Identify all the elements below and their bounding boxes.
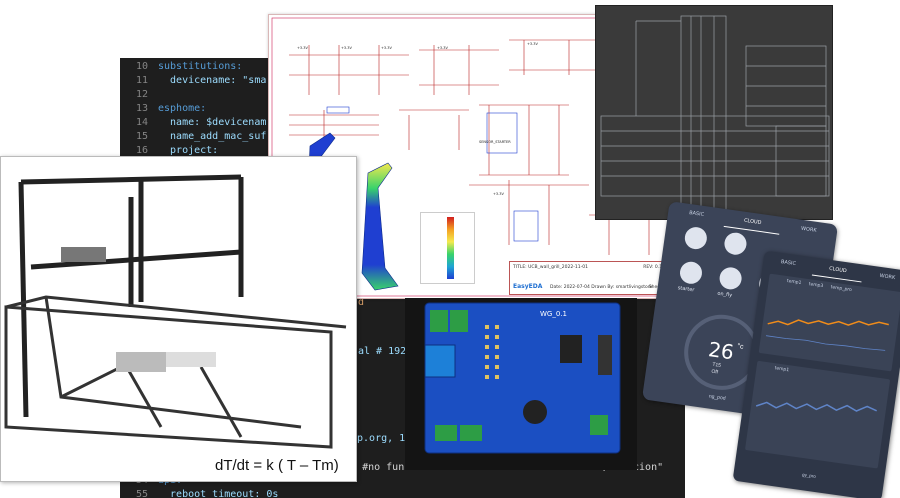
code-line[interactable]: 10 substitutions: xyxy=(120,60,242,74)
chart1-plot xyxy=(766,319,889,351)
code-text: d xyxy=(358,297,365,308)
line-number: 10 xyxy=(135,61,148,72)
cad-drawing-window xyxy=(595,5,833,220)
on-fly-label: on_fly xyxy=(716,290,733,299)
code-text: name_add_mac_suf xyxy=(158,131,267,142)
code-line[interactable]: 16 project: xyxy=(120,144,218,158)
pcb-label: WG_0.1 xyxy=(540,310,567,318)
code-text: project: xyxy=(158,145,219,156)
svg-text:+3.3V: +3.3V xyxy=(493,192,504,196)
phone-screen-charts: BASIC CLOUD WORK temp1 temp3 temp_pro te… xyxy=(732,250,900,498)
code-line[interactable]: 12 xyxy=(120,88,158,102)
code-text: esphome: xyxy=(158,103,207,114)
svg-text:+3.3V: +3.3V xyxy=(341,46,352,50)
temperature-chart-1: temp1 temp3 temp_pro xyxy=(758,273,900,372)
schematic-title: TITLE: UCB_wall_grill_2022-11-01 xyxy=(513,265,588,270)
frame-drawing xyxy=(4,174,347,449)
chart2-plot xyxy=(755,401,877,412)
cad-frame-render: dT/dt = k ( T – Tm) xyxy=(0,156,357,482)
pcb-board xyxy=(424,302,621,454)
code-text: name: $devicenam xyxy=(158,117,267,128)
cad-drawing xyxy=(600,15,830,217)
line-number: 14 xyxy=(135,117,148,128)
phone2-footer: gy_pro xyxy=(801,472,817,479)
schematic-date: Date: 2022-07-04 Drawn By: smartlivingst… xyxy=(550,285,653,290)
line-number: 15 xyxy=(135,131,148,142)
tab-basic[interactable]: BASIC xyxy=(688,209,705,219)
starter-button[interactable] xyxy=(678,260,704,286)
gauge-sub1: T15 xyxy=(711,361,722,369)
code-line[interactable]: 55 reboot_timeout: 0s xyxy=(120,488,278,498)
svg-text:SENSOR_STARTER: SENSOR_STARTER xyxy=(479,140,511,144)
line-number: 13 xyxy=(135,103,148,114)
gauge-sub2: Off xyxy=(711,368,719,376)
svg-text:+3.3V: +3.3V xyxy=(381,46,392,50)
svg-text:+3.3V: +3.3V xyxy=(297,46,308,50)
svg-text:+3.3V: +3.3V xyxy=(527,42,538,46)
code-text: substitutions: xyxy=(158,61,243,72)
temperature-chart-2: temp1 xyxy=(744,360,891,469)
code-line[interactable]: d xyxy=(358,296,364,310)
code-text: devicename: "sma xyxy=(158,75,267,86)
line-number: 55 xyxy=(135,489,148,498)
schematic-title-block: TITLE: UCB_wall_grill_2022-11-01 REV: 0.… xyxy=(509,261,681,295)
starter-label: starter xyxy=(677,285,695,294)
temperature-value: 26 xyxy=(706,337,736,365)
code-line[interactable]: 13 esphome: xyxy=(120,102,206,116)
code-line[interactable]: 14 name: $devicenam xyxy=(120,116,266,130)
code-text: reboot_timeout: 0s xyxy=(158,489,279,498)
mode-button[interactable] xyxy=(723,231,748,257)
temperature-unit: °c xyxy=(736,342,744,351)
fea-color-legend xyxy=(420,212,475,284)
code-line[interactable]: 15 name_add_mac_suf xyxy=(120,130,266,144)
code-line[interactable]: 11 devicename: "sma xyxy=(120,74,266,88)
line-number: 16 xyxy=(135,145,148,156)
easyeda-logo: EasyEDA xyxy=(513,283,543,290)
on-fly-button[interactable] xyxy=(718,265,744,291)
schematic-rev: REV: 0.1 xyxy=(643,265,662,270)
phone1-footer: ng_pod xyxy=(708,393,726,402)
newton-cooling-formula: dT/dt = k ( T – Tm) xyxy=(215,457,339,474)
line-number: 11 xyxy=(135,75,148,86)
svg-text:+3.3V: +3.3V xyxy=(437,46,448,50)
power-button[interactable] xyxy=(683,225,709,251)
line-number: 12 xyxy=(135,89,148,100)
